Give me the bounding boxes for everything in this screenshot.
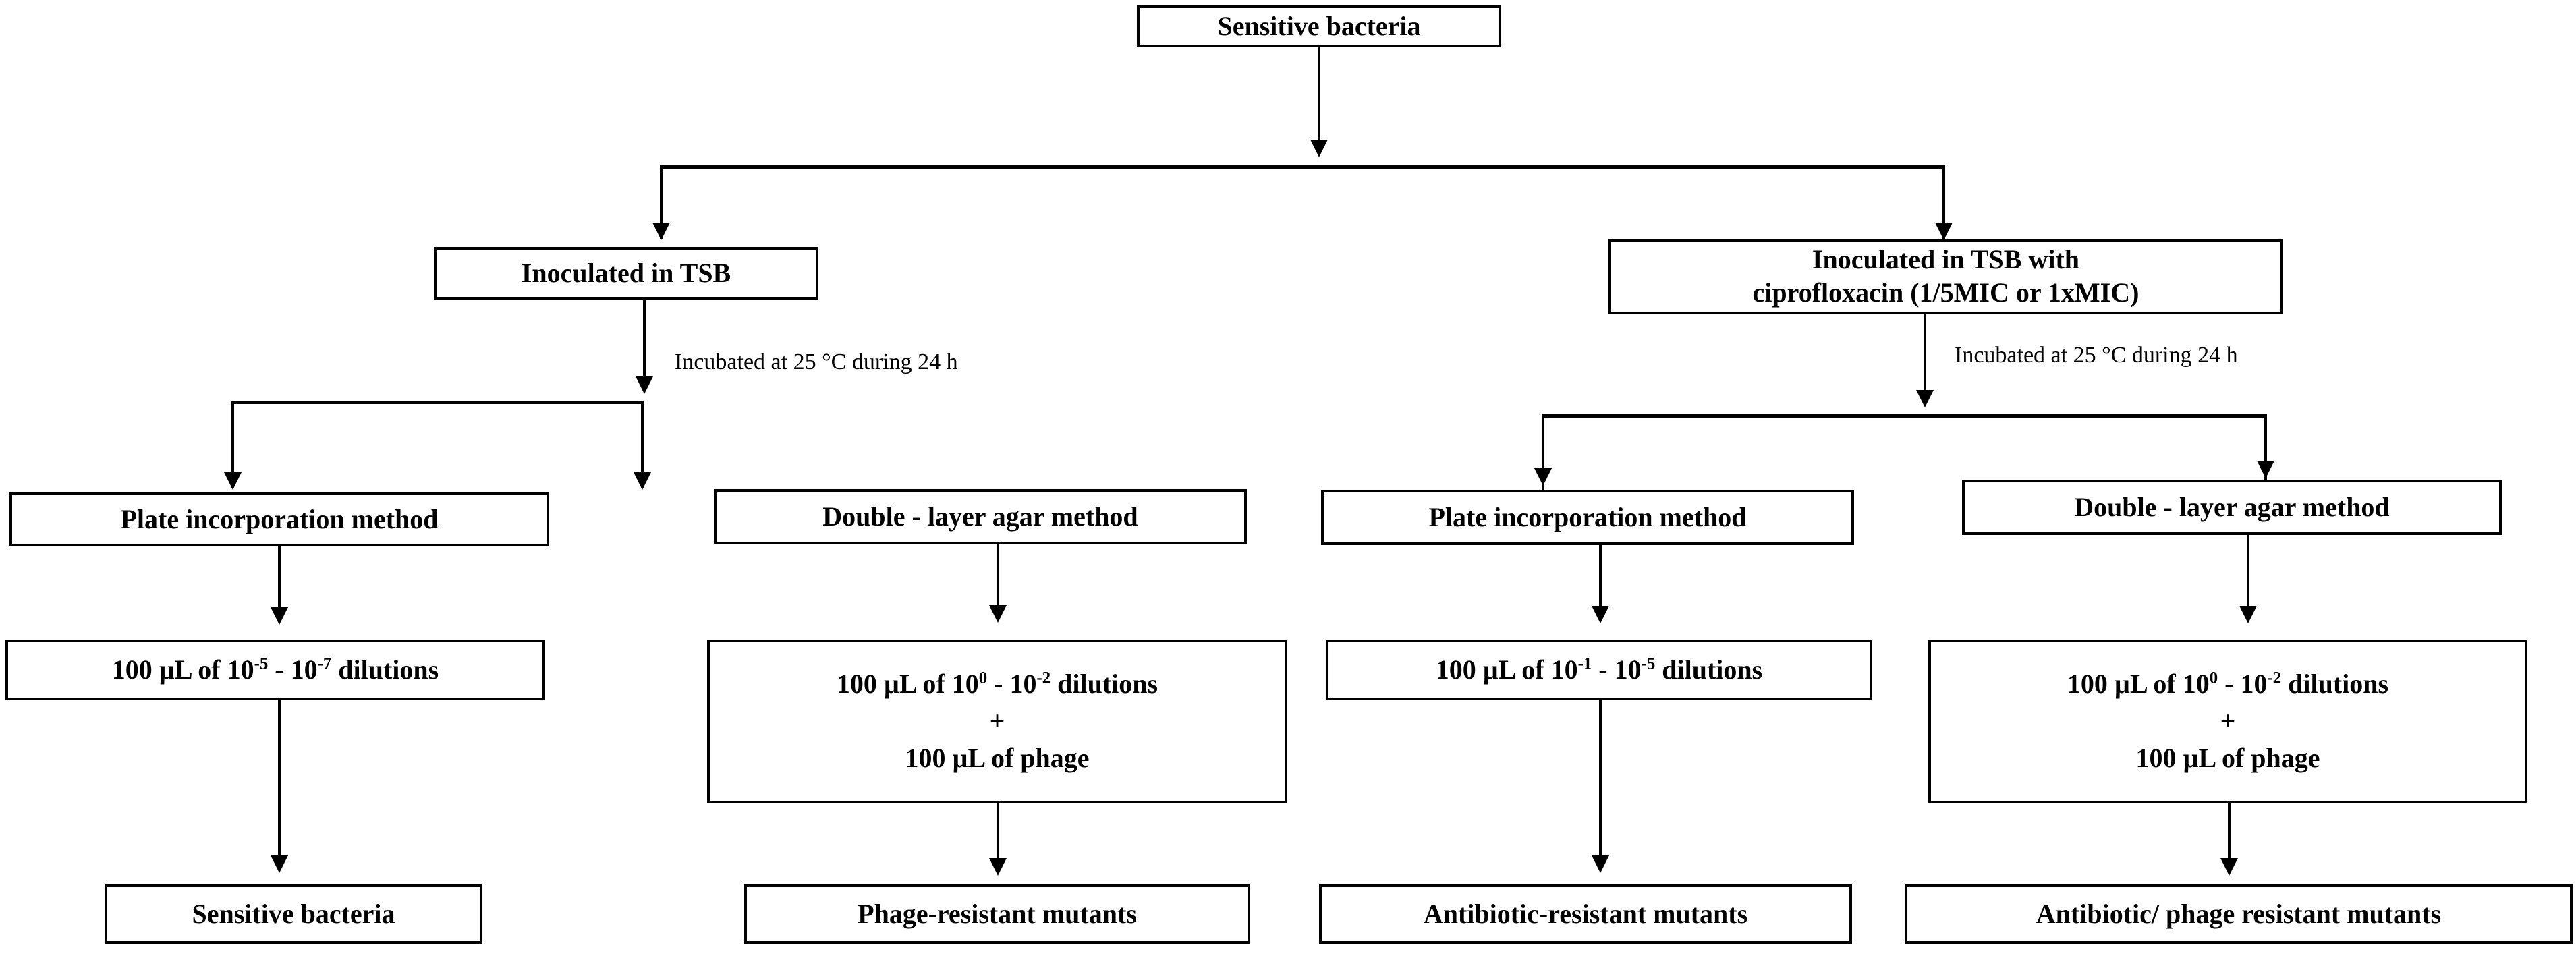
node-right-culture-tsb-cipro: Inoculated in TSB with ciprofloxacin (1/… xyxy=(1608,239,2283,314)
arrowhead-right-method2 xyxy=(2257,461,2274,478)
arrowhead-root-down xyxy=(1310,140,1328,157)
volume-mid: - 10 xyxy=(268,654,318,685)
node-left-plate-incorporation-method: Plate incorporation method xyxy=(9,492,549,546)
volume-prefix: 100 µL of 10 xyxy=(111,654,254,685)
node-label-line1: Inoculated in TSB with xyxy=(1812,244,2080,275)
node-left-double-layer-agar-method: Double - layer agar method xyxy=(714,489,1247,544)
connector-root-down xyxy=(1318,47,1320,148)
arrowhead-right-method1 xyxy=(1534,468,1552,486)
node-label: Antibiotic/ phage resistant mutants xyxy=(2036,898,2442,929)
node-outcome-antibiotic-resistant-mutants: Antibiotic-resistant mutants xyxy=(1319,884,1852,944)
arrowhead-right-volume1 xyxy=(1592,606,1609,623)
label-right-incubation: Incubated at 25 °C during 24 h xyxy=(1955,343,2238,368)
connector-left-method1-to-volume xyxy=(278,546,281,621)
node-left-culture-tsb: Inoculated in TSB xyxy=(434,247,818,300)
arrowhead-left-method1 xyxy=(224,472,242,490)
arrowhead-left-outcome2 xyxy=(989,858,1007,876)
volume-suffix: dilutions xyxy=(2281,669,2389,700)
node-left-volume-dilutions: 100 µL of 10-5 - 10-7 dilutions xyxy=(5,640,545,700)
split-bar-right-branch xyxy=(1542,414,2267,418)
connector-right-method1-to-volume xyxy=(1599,545,1602,619)
node-label: Antibiotic-resistant mutants xyxy=(1423,898,1748,929)
node-sensitive-bacteria-root: Sensitive bacteria xyxy=(1137,5,1501,47)
arrowhead-right-outcome1 xyxy=(1592,855,1609,873)
node-label: Plate incorporation method xyxy=(1428,501,1747,532)
node-right-double-layer-agar-method: Double - layer agar method xyxy=(1962,480,2502,535)
node-outcome-antibiotic-phage-resistant-mutants: Antibiotic/ phage resistant mutants xyxy=(1905,884,2573,944)
connector-left-culture-down xyxy=(643,300,646,387)
split-bar-top xyxy=(660,165,1945,169)
node-label-line1: 100 µL of 100 - 10-2 dilutions xyxy=(717,668,1278,701)
connector-left-method2-to-volume xyxy=(997,544,999,619)
node-label-line2: ciprofloxacin (1/5MIC or 1xMIC) xyxy=(1752,277,2139,308)
node-label: Double - layer agar method xyxy=(2074,491,2390,522)
volume-exponent-2: -7 xyxy=(317,654,332,673)
node-label: Sensitive bacteria xyxy=(1217,10,1421,41)
volume-mid: - 10 xyxy=(2218,669,2268,700)
volume-exponent-1: -5 xyxy=(254,654,269,673)
connector-split-to-left-culture xyxy=(660,165,663,239)
connector-left-method1-down xyxy=(231,401,234,488)
volume-prefix: 100 µL of 10 xyxy=(2067,669,2210,700)
volume-prefix: 100 µL of 10 xyxy=(1435,654,1578,685)
arrowhead-left-method2 xyxy=(634,472,651,490)
arrowhead-left-culture-down xyxy=(636,376,653,394)
node-label: 100 µL of 10-1 - 10-5 dilutions xyxy=(1335,654,1863,687)
node-label: 100 µL of 10-5 - 10-7 dilutions xyxy=(15,654,536,687)
volume-exponent-2: -2 xyxy=(1036,669,1051,687)
node-label: Double - layer agar method xyxy=(822,501,1138,532)
plus-sign: + xyxy=(989,706,1005,737)
node-label-line3: 100 µL of phage xyxy=(2135,742,2320,773)
arrowhead-right-volume2 xyxy=(2239,606,2257,623)
volume-prefix: 100 µL of 10 xyxy=(836,669,979,700)
node-outcome-phage-resistant-mutants: Phage-resistant mutants xyxy=(744,884,1250,944)
connector-right-volume1-to-outcome xyxy=(1599,700,1602,869)
node-label-line3: 100 µL of phage xyxy=(905,742,1090,773)
arrowhead-right-culture xyxy=(1935,223,1953,240)
volume-suffix: dilutions xyxy=(1051,669,1158,700)
node-label: Phage-resistant mutants xyxy=(858,898,1137,929)
volume-exponent-2: -5 xyxy=(1641,654,1656,673)
volume-suffix: dilutions xyxy=(331,654,439,685)
node-right-volume-dilutions: 100 µL of 10-1 - 10-5 dilutions xyxy=(1326,640,1872,700)
volume-exponent-1: 0 xyxy=(978,669,988,687)
connector-right-method2-down xyxy=(2264,414,2267,487)
connector-split-to-right-culture xyxy=(1942,165,1945,239)
plus-sign: + xyxy=(2220,706,2236,737)
arrowhead-left-volume2 xyxy=(989,605,1007,623)
label-left-incubation: Incubated at 25 °C during 24 h xyxy=(675,349,958,374)
connector-right-volume2-to-outcome xyxy=(2228,803,2231,871)
volume-suffix: dilutions xyxy=(1655,654,1763,685)
node-right-plate-incorporation-method: Plate incorporation method xyxy=(1321,490,1854,545)
node-left-volume-dilutions-plus-phage: 100 µL of 100 - 10-2 dilutions + 100 µL … xyxy=(707,640,1287,803)
arrowhead-right-outcome2 xyxy=(2220,858,2238,876)
arrowhead-right-culture-down xyxy=(1916,390,1934,407)
connector-right-method2-to-volume xyxy=(2247,535,2249,619)
volume-mid: - 10 xyxy=(1592,654,1642,685)
split-bar-left-branch xyxy=(231,401,644,404)
arrowhead-left-culture xyxy=(652,223,670,240)
node-label: Plate incorporation method xyxy=(120,503,439,534)
node-label-line1: 100 µL of 100 - 10-2 dilutions xyxy=(1938,668,2518,701)
volume-exponent-1: 0 xyxy=(2209,669,2218,687)
arrowhead-left-volume1 xyxy=(271,607,288,625)
connector-left-volume1-to-outcome xyxy=(278,700,281,869)
connector-right-culture-down xyxy=(1924,314,1926,401)
volume-exponent-1: -1 xyxy=(1577,654,1592,673)
node-outcome-sensitive-bacteria: Sensitive bacteria xyxy=(105,884,482,944)
volume-mid: - 10 xyxy=(987,669,1037,700)
node-label: Sensitive bacteria xyxy=(192,898,395,929)
node-right-volume-dilutions-plus-phage: 100 µL of 100 - 10-2 dilutions + 100 µL … xyxy=(1928,640,2527,803)
node-label: Inoculated in TSB xyxy=(521,257,731,288)
connector-right-method1-down xyxy=(1542,414,1544,495)
connector-left-method2-down xyxy=(641,401,644,488)
connector-left-volume2-to-outcome xyxy=(997,803,999,871)
volume-exponent-2: -2 xyxy=(2267,669,2282,687)
arrowhead-left-outcome1 xyxy=(271,855,288,873)
